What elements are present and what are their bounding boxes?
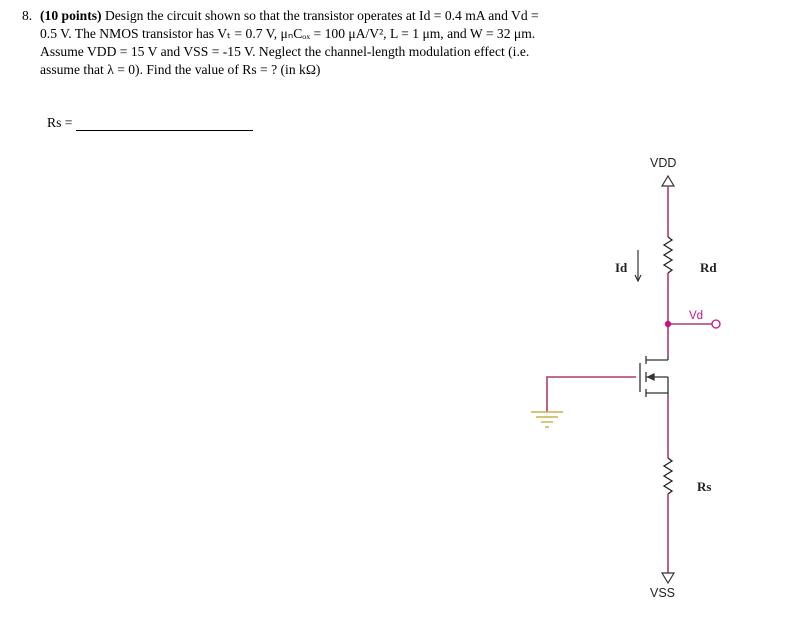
answer-label: Rs = [47,115,73,130]
vss-arrow-symbol [660,572,676,585]
question-body: (10 points) Design the circuit shown so … [40,7,782,79]
id-arrow-icon [634,250,642,283]
question-line-1: (10 points) Design the circuit shown so … [40,7,782,25]
question-line-1-text: Design the circuit shown so that the tra… [101,8,539,23]
id-label: Id [615,260,628,275]
vdd-label: VDD [650,156,676,170]
ground-symbol [531,411,563,428]
rs-resistor-symbol [662,457,674,495]
question-points: (10 points) [40,8,102,23]
vdd-arrow-symbol [660,174,676,187]
question-line-3: Assume VDD = 15 V and VSS = -15 V. Negle… [40,44,530,59]
rd-label: Rd [700,260,717,275]
answer-row: Rs = [47,114,254,134]
nmos-transistor-symbol [639,356,669,397]
question-line-2: 0.5 V. The NMOS transistor has Vₜ = 0.7 … [40,26,536,41]
answer-blank-line[interactable] [76,114,254,131]
rs-label: Rs [697,479,711,494]
vd-label: Vd [689,310,703,322]
wire-gate-to-ground [546,376,636,412]
question-text: 8. (10 points) Design the circuit shown … [22,7,782,79]
vd-terminal [711,319,721,329]
circuit-wires [546,174,712,585]
question-number: 8. [22,8,33,23]
question-line-4: assume that λ = 0). Find the value of Rs… [40,62,321,77]
rd-resistor-symbol [662,236,674,274]
vss-label: VSS [650,586,675,600]
drain-node-dot [664,320,672,328]
